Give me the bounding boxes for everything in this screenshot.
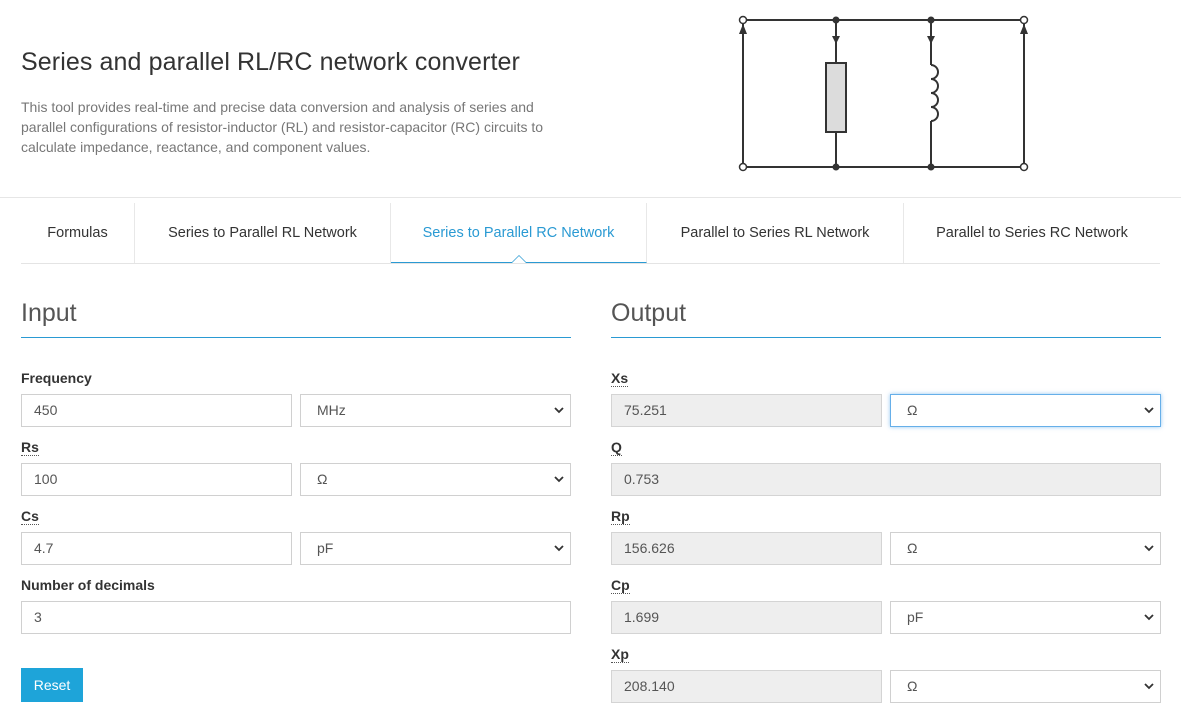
tab-parallel-series-rc[interactable]: Parallel to Series RC Network [936, 225, 1128, 241]
xs-unit-select[interactable]: Ω [890, 394, 1161, 427]
decimals-label: Number of decimals [21, 577, 155, 593]
output-heading: Output [611, 299, 687, 327]
xp-label: Xp [611, 646, 629, 663]
cs-unit-select[interactable]: pF [300, 532, 571, 565]
cs-unit-value: pF [317, 540, 334, 556]
cp-label: Cp [611, 577, 630, 594]
rs-label: Rs [21, 439, 39, 456]
frequency-unit-select[interactable]: MHz [300, 394, 571, 427]
rp-label: Rp [611, 508, 630, 525]
xp-unit-value: Ω [907, 678, 918, 694]
input-heading: Input [21, 299, 77, 327]
tab-parallel-series-rl[interactable]: Parallel to Series RL Network [647, 203, 904, 263]
circuit-diagram-icon [738, 15, 1029, 172]
input-divider [21, 337, 571, 338]
frequency-label: Frequency [21, 370, 92, 386]
cp-output: 1.699 [611, 601, 882, 634]
xp-unit-select[interactable]: Ω [890, 670, 1161, 703]
page-header: Series and parallel RL/RC network conver… [0, 0, 1181, 198]
frequency-input[interactable]: 450 [21, 394, 292, 427]
cp-unit-value: pF [907, 609, 924, 625]
frequency-unit-value: MHz [317, 402, 346, 418]
rs-input[interactable]: 100 [21, 463, 292, 496]
q-label: Q [611, 439, 622, 456]
decimals-input[interactable]: 3 [21, 601, 571, 634]
xs-unit-value: Ω [907, 402, 918, 418]
output-divider [611, 337, 1161, 338]
chevron-down-icon [1144, 407, 1154, 414]
cs-label: Cs [21, 508, 39, 525]
xs-label: Xs [611, 370, 629, 387]
chevron-down-icon [554, 476, 564, 483]
cs-input[interactable]: 4.7 [21, 532, 292, 565]
page-title: Series and parallel RL/RC network conver… [21, 48, 520, 76]
page-description: This tool provides real-time and precise… [21, 99, 544, 155]
chevron-down-icon [554, 407, 564, 414]
rp-output: 156.626 [611, 532, 882, 565]
xs-output: 75.251 [611, 394, 882, 427]
chevron-down-icon [1144, 614, 1154, 621]
rp-unit-select[interactable]: Ω [890, 532, 1161, 565]
xp-output: 208.140 [611, 670, 882, 703]
q-output: 0.753 [611, 463, 1161, 496]
cp-unit-select[interactable]: pF [890, 601, 1161, 634]
chevron-down-icon [554, 545, 564, 552]
rs-unit-select[interactable]: Ω [300, 463, 571, 496]
rs-unit-value: Ω [317, 471, 328, 487]
tab-bar: Formulas Series to Parallel RL Network S… [21, 203, 1160, 264]
tab-formulas[interactable]: Formulas [21, 203, 135, 263]
tab-series-parallel-rl[interactable]: Series to Parallel RL Network [135, 203, 391, 263]
reset-button[interactable]: Reset [21, 668, 83, 702]
rp-unit-value: Ω [907, 540, 918, 556]
chevron-down-icon [1144, 683, 1154, 690]
chevron-down-icon [1144, 545, 1154, 552]
tab-series-parallel-rc[interactable]: Series to Parallel RC Network [391, 203, 647, 263]
